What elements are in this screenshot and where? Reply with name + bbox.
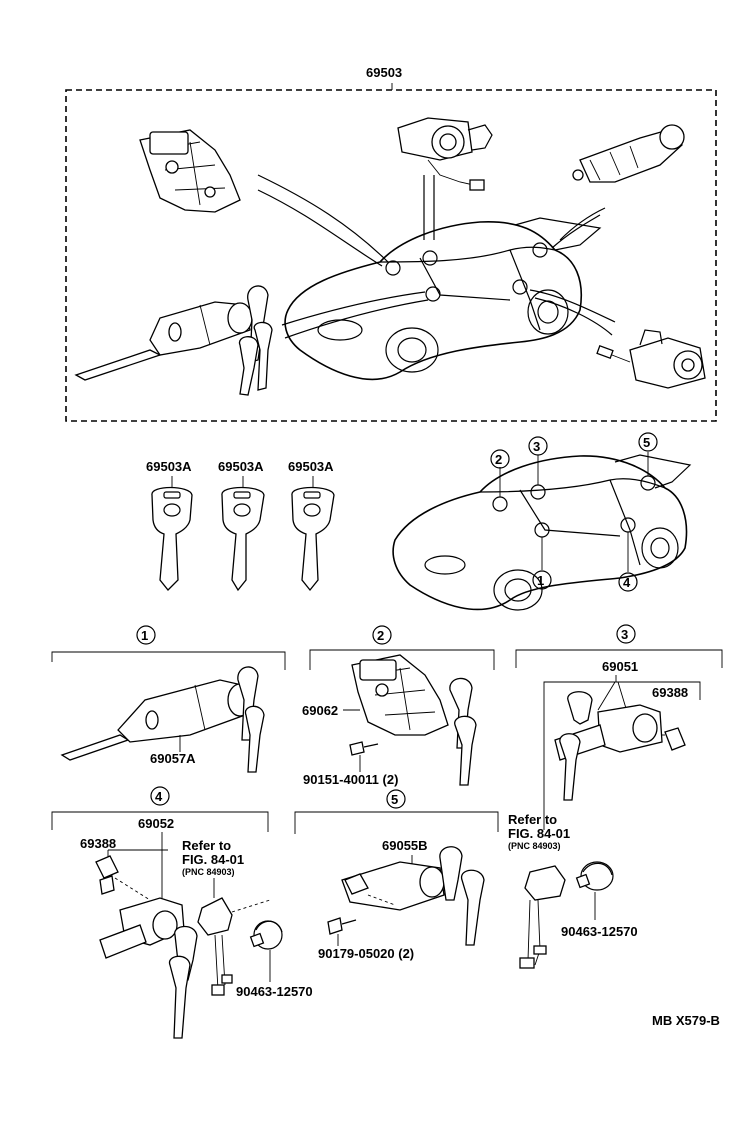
- key-part-number-3: 69503A: [288, 459, 334, 474]
- group-3-refer-text: Refer to: [508, 812, 557, 827]
- group-3-fig-text: FIG. 84-01: [508, 826, 570, 841]
- group-4-pnc-text: (PNC 84903): [182, 867, 235, 877]
- group-3-part-b-number: 69388: [652, 685, 688, 700]
- location-car-section: 2 3 1 4 5: [392, 432, 692, 611]
- group-1-part-number: 69057A: [150, 751, 196, 766]
- diagram-code: MB X579-B: [652, 1013, 720, 1028]
- key-illustration-1: [151, 486, 193, 591]
- door-lock-part-illustration: [139, 129, 241, 213]
- group-4-number: 4: [155, 789, 163, 804]
- fuel-lid-lock-part-illustration: [572, 124, 685, 183]
- group-4-door-lock-right: 4 69052 69388 Refer to FIG. 84-01 (PNC 8…: [51, 786, 313, 1039]
- assembly-69503-section: 69503: [65, 65, 717, 422]
- group-2-door-lock: 2 69062 90151-40011 (2): [302, 625, 495, 787]
- group-1-ignition: 1 69057A: [51, 625, 286, 773]
- group-3-pnc-text: (PNC 84903): [508, 841, 561, 851]
- group-3-part-a-number: 69051: [602, 659, 638, 674]
- car-outline-illustration: [257, 174, 616, 381]
- group-5-bolt-number: 90179-05020 (2): [318, 946, 414, 961]
- assembly-boundary: [65, 89, 717, 422]
- group-2-number: 2: [377, 628, 384, 643]
- group-4-part-b-number: 69388: [80, 836, 116, 851]
- rear-lock-part-illustration: [596, 329, 706, 389]
- ignition-lock-part-illustration: [74, 285, 273, 396]
- location-marker-3: 3: [533, 439, 540, 454]
- group-4-clamp-number: 90463-12570: [236, 984, 313, 999]
- location-marker-5: 5: [643, 435, 650, 450]
- location-marker-2: 2: [495, 452, 502, 467]
- group-5-part-number: 69055B: [382, 838, 428, 853]
- group-3-clamp-number: 90463-12570: [561, 924, 638, 939]
- group-3-number: 3: [621, 627, 628, 642]
- trunk-lock-part-illustration: [397, 117, 493, 191]
- group-3-trunk-lock: 3 69051 69388 Refer to FIG. 84-01 (PNC 8…: [508, 624, 723, 969]
- group-2-bolt-number: 90151-40011 (2): [303, 772, 398, 787]
- key-illustration-3: [291, 486, 335, 592]
- group-1-number: 1: [141, 628, 148, 643]
- group-2-part-number: 69062: [302, 703, 338, 718]
- location-marker-1: 1: [537, 573, 544, 588]
- group-5-rear-lock: 5 69055B 90179-05020 (2): [294, 789, 499, 961]
- group-4-part-a-number: 69052: [138, 816, 174, 831]
- location-marker-4: 4: [623, 575, 631, 590]
- assembly-part-number: 69503: [366, 65, 402, 80]
- key-part-number-1: 69503A: [146, 459, 192, 474]
- group-5-number: 5: [391, 792, 398, 807]
- keys-section: 69503A 69503A 69503A: [146, 459, 335, 592]
- group-4-fig-text: FIG. 84-01: [182, 852, 244, 867]
- key-part-number-2: 69503A: [218, 459, 264, 474]
- key-illustration-2: [221, 486, 265, 592]
- group-4-refer-text: Refer to: [182, 838, 231, 853]
